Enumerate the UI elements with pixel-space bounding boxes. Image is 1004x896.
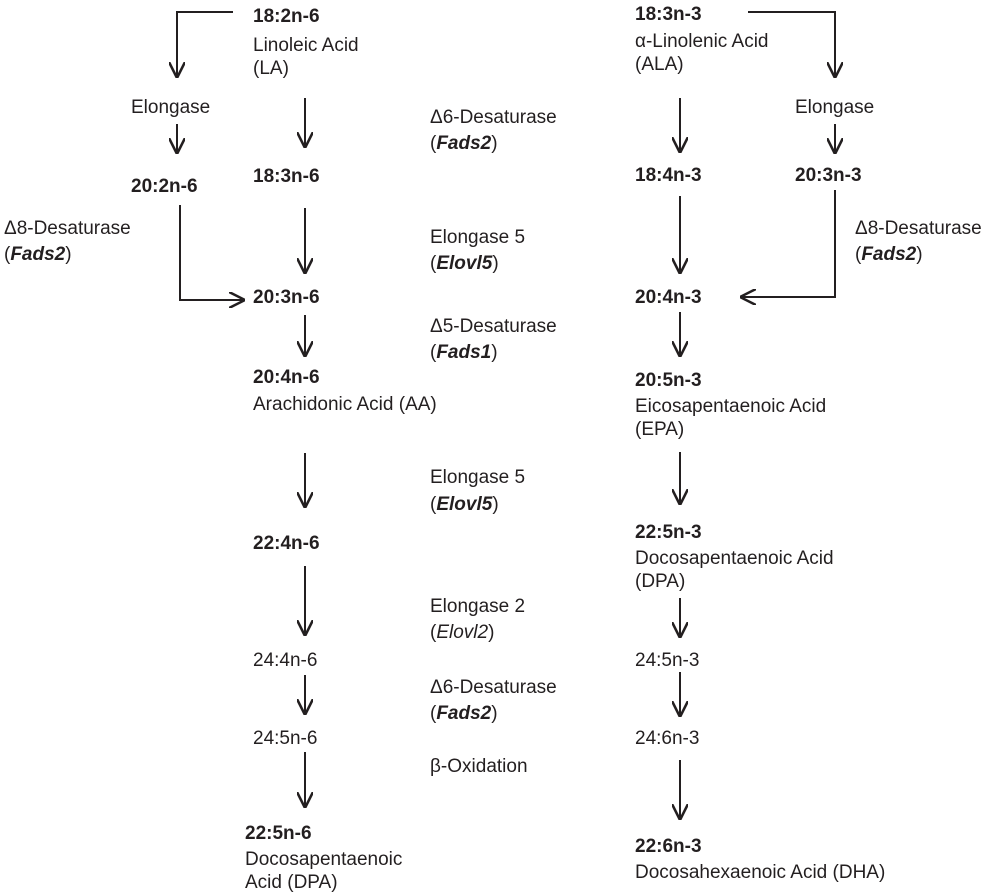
elongase5-second-gene: (Elovl5): [430, 494, 499, 515]
beta-oxidation-label: β-Oxidation: [430, 756, 528, 777]
elongase2-gene: (Elovl2): [430, 622, 495, 643]
dha-name: Docosahexaenoic Acid (DHA): [635, 862, 886, 883]
c244n6-code: 24:4n-6: [253, 650, 318, 671]
c245n3-code: 24:5n-3: [635, 650, 700, 671]
d6-desaturase-second-gene: (Fads2): [430, 703, 498, 724]
arrow-la-to-elongase: [177, 11, 233, 78]
arrow-202n6-to-203n6: [179, 205, 245, 300]
dgla-code: 20:3n-6: [253, 287, 320, 308]
dpa-n6-name-line1: Docosapentaenoic: [245, 849, 403, 870]
c202n6-code: 20:2n-6: [131, 176, 198, 197]
arrow-203n3-to-204n3: [740, 190, 836, 297]
epa-code: 20:5n-3: [635, 370, 702, 391]
la-abbr: (LA): [253, 58, 289, 79]
aa-code: 20:4n-6: [253, 367, 320, 388]
fads2-gene: Fads2: [436, 703, 492, 724]
elovl5-gene: Elovl5: [436, 494, 493, 515]
d8-desaturase-n3-label: Δ8-Desaturase: [855, 218, 982, 239]
gla-code: 18:3n-6: [253, 166, 320, 187]
c245n6-code: 24:5n-6: [253, 728, 318, 749]
paren-open: (: [4, 244, 11, 265]
ala-abbr: (ALA): [635, 54, 684, 75]
c246n3-code: 24:6n-3: [635, 728, 700, 749]
dpa-n3-code: 22:5n-3: [635, 522, 702, 543]
dpa-n6-name-line2: Acid (DPA): [245, 872, 338, 893]
d5-desaturase-label: Δ5-Desaturase: [430, 316, 557, 337]
eta-code: 20:4n-3: [635, 287, 702, 308]
elovl2-gene: Elovl2: [436, 622, 489, 643]
ala-code: 18:3n-3: [635, 4, 702, 25]
d5-desaturase-gene: (Fads1): [430, 342, 498, 363]
d8-desaturase-n6-label: Δ8-Desaturase: [4, 218, 131, 239]
dpa-n3-name: Docosapentaenoic Acid: [635, 548, 834, 569]
dpa-n6-code: 22:5n-6: [245, 823, 312, 844]
dha-code: 22:6n-3: [635, 836, 702, 857]
ala-name: α-Linolenic Acid: [635, 31, 769, 52]
fads1-gene: Fads1: [436, 342, 492, 363]
elongase-n6-label: Elongase: [131, 97, 211, 118]
arrow-ala-to-elongase: [748, 11, 835, 78]
d6-desaturase-gene: (Fads2): [430, 133, 498, 154]
paren-close: ): [65, 244, 72, 265]
d6-desaturase-second-label: Δ6-Desaturase: [430, 677, 557, 698]
elongase5-gene: (Elovl5): [430, 253, 499, 274]
d8-desaturase-n3-gene: (Fads2): [855, 244, 923, 265]
aa-name: Arachidonic Acid (AA): [253, 394, 437, 415]
fads2-gene: Fads2: [861, 244, 917, 265]
elovl5-gene: Elovl5: [436, 253, 493, 274]
d6-desaturase-label: Δ6-Desaturase: [430, 107, 557, 128]
la-code: 18:2n-6: [253, 6, 320, 27]
la-name: Linoleic Acid: [253, 35, 359, 56]
elongase2-label: Elongase 2: [430, 596, 526, 617]
d8-desaturase-n6-gene: (Fads2): [4, 244, 72, 266]
epa-name: Eicosapentaenoic Acid: [635, 396, 827, 417]
dpa-n3-abbr: (DPA): [635, 571, 686, 592]
elongase5-label: Elongase 5: [430, 227, 526, 248]
fads2-gene: Fads2: [436, 133, 492, 154]
c203n3-code: 20:3n-3: [795, 165, 862, 186]
elongase-n3-label: Elongase: [795, 97, 875, 118]
fads2-gene: Fads2: [10, 244, 66, 265]
epa-abbr: (EPA): [635, 419, 685, 440]
adrenic-code: 22:4n-6: [253, 533, 320, 554]
sda-code: 18:4n-3: [635, 165, 702, 186]
elongase5-second-label: Elongase 5: [430, 467, 526, 488]
